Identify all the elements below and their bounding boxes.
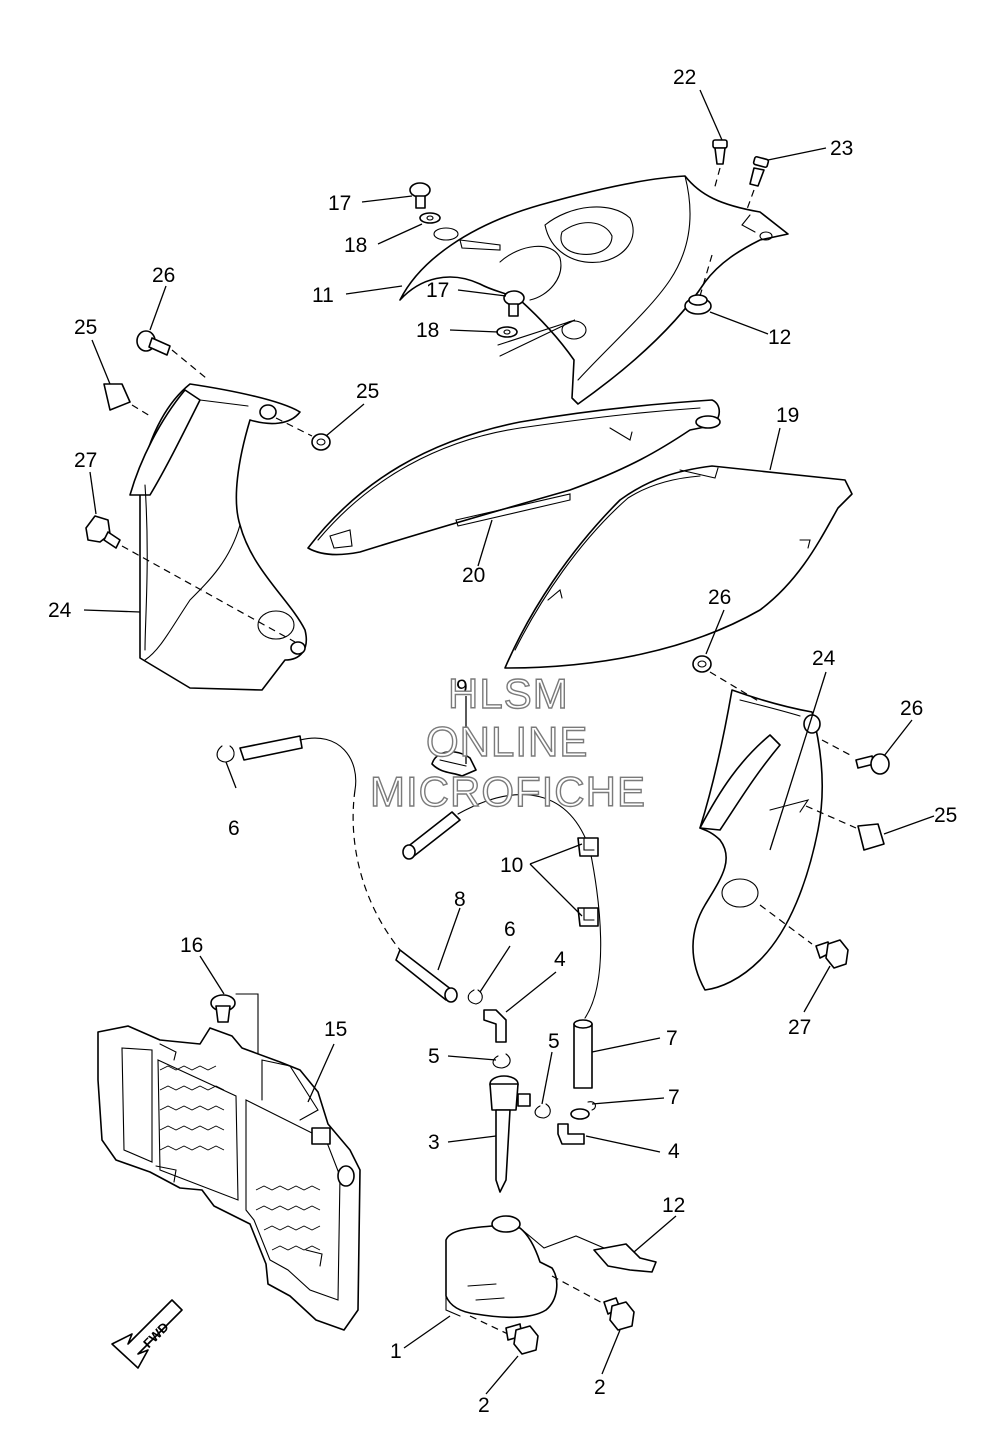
clamp-10 (431, 751, 477, 777)
washer-25-a (275, 417, 331, 451)
callout-2-b: 2 (594, 1376, 606, 1399)
clamp-6-a (216, 745, 235, 763)
callout-7: 7 (668, 1086, 680, 1109)
leader-lines (83, 89, 935, 1395)
bolt-27-b (759, 904, 849, 969)
callout-5-b: 5 (548, 1030, 560, 1053)
clamp-5-a (492, 1053, 511, 1069)
clamp-6-b (467, 989, 483, 1005)
callout-21-b: 23 (830, 137, 853, 160)
elbow-4-b (557, 1123, 585, 1145)
bolt-21-b (745, 155, 770, 213)
callout-16: 12 (768, 326, 791, 349)
callout-27-a: 27 (74, 449, 97, 472)
callout-17-b: 17 (426, 279, 449, 302)
bolt-26-b (821, 739, 890, 775)
callout-labels: 22 23 17 18 11 17 18 12 19 20 26 25 27 2… (48, 66, 957, 1417)
clip-11-a (577, 837, 599, 857)
callout-4-b: 4 (668, 1140, 680, 1163)
coolant-reservoir-1 (445, 1215, 657, 1337)
hose-breather (239, 735, 458, 1003)
callout-24-a: 25 (74, 316, 97, 339)
clip-24-a (103, 383, 151, 417)
bolt-17-b (503, 290, 525, 317)
grommet-16 (684, 254, 713, 315)
callout-23: 24 (48, 599, 72, 622)
left-shroud-23 (129, 383, 307, 691)
clamp-5-b (534, 1103, 551, 1119)
washer-18-a (419, 212, 441, 224)
radiator-guard-13 (97, 1025, 361, 1331)
callout-6-a: 6 (228, 817, 240, 840)
callout-17-a: 17 (328, 192, 351, 215)
callout-6-b: 6 (504, 918, 516, 941)
callout-11: 10 (500, 854, 523, 877)
callout-22: 24 (812, 647, 836, 670)
callout-5-a: 5 (428, 1045, 440, 1068)
bolt-21-a (712, 139, 728, 191)
callout-13: 15 (324, 1018, 347, 1041)
bolt-2-b (603, 1297, 635, 1331)
callout-10: 9 (456, 676, 468, 699)
callout-25-a: 25 (356, 380, 379, 403)
callout-25-b: 26 (708, 586, 731, 609)
fuel-tank-top-cover (399, 175, 789, 405)
clip-11-b (577, 907, 599, 927)
watermark-line-2: ONLINE (426, 718, 588, 765)
bolt-27-a (85, 515, 296, 643)
callout-12: 12 (662, 1194, 685, 1217)
clip-24-b (805, 805, 885, 851)
watermark: HLSM ONLINE MICROFICHE (369, 669, 646, 815)
callout-18-b: 18 (416, 319, 439, 342)
callout-3: 3 (428, 1131, 440, 1154)
callout-15: 11 (312, 284, 334, 307)
callout-1: 1 (390, 1340, 402, 1363)
washer-25-b (692, 655, 761, 703)
bolt-2-a (505, 1323, 539, 1355)
callout-27-b: 27 (788, 1016, 811, 1039)
elbow-4-a (483, 1009, 507, 1043)
callout-19: 19 (776, 404, 799, 427)
callout-24-b: 25 (934, 804, 957, 827)
forward-direction-arrow: FWD (111, 1299, 183, 1369)
washer-18-b (496, 319, 576, 357)
callout-14: 16 (180, 934, 203, 957)
side-cover-20 (307, 399, 721, 556)
callout-26-a: 26 (152, 264, 175, 287)
callout-20: 20 (462, 564, 485, 587)
callout-26-b: 26 (900, 697, 923, 720)
right-shroud-22 (692, 689, 824, 991)
watermark-line-1: HLSM (448, 670, 569, 717)
clamp-7 (570, 1101, 597, 1120)
callout-9: 7 (666, 1027, 678, 1050)
filler-neck-3 (489, 1075, 531, 1193)
callout-2-a: 2 (478, 1394, 490, 1417)
bolt-26-a (136, 330, 207, 379)
callout-21-a: 22 (673, 66, 696, 89)
watermark-line-3: MICROFICHE (370, 768, 646, 815)
side-panel-19 (504, 465, 853, 669)
callout-18-a: 18 (344, 234, 367, 257)
bolt-17-a (409, 182, 431, 209)
hose-9 (402, 794, 602, 1089)
callout-4-a: 4 (554, 948, 566, 971)
callout-8: 8 (454, 888, 466, 911)
